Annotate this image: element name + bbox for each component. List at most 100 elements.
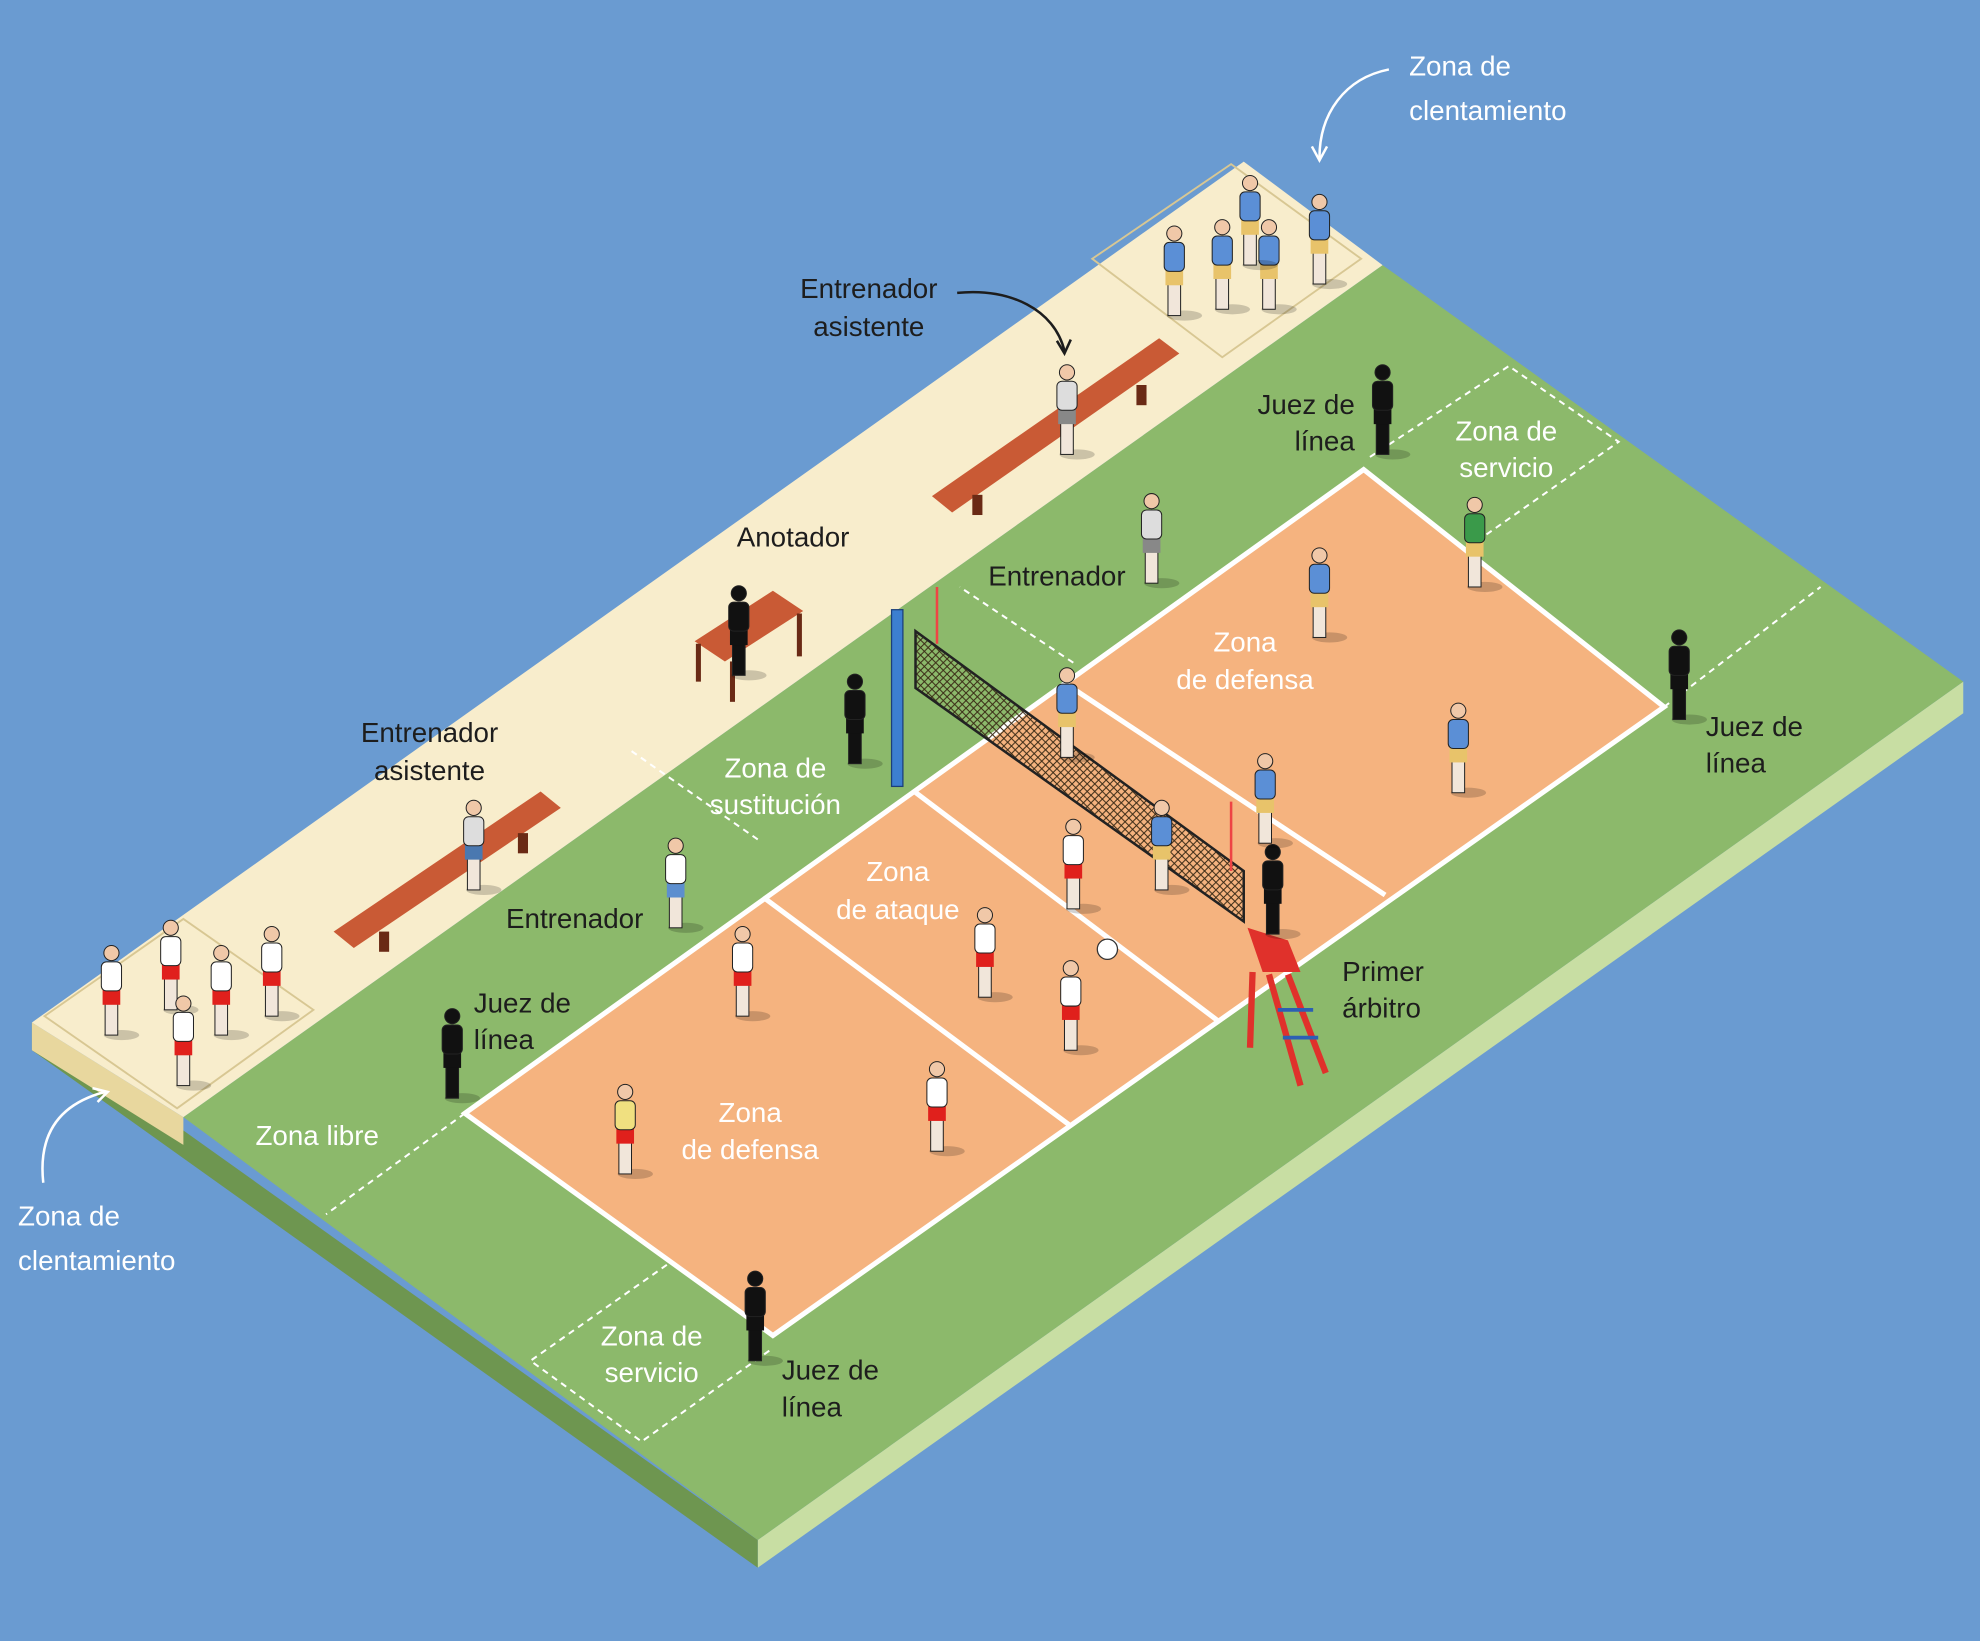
platform-side-left [31, 1022, 758, 1568]
head [465, 799, 482, 816]
bench-top [931, 338, 1180, 516]
net-post-left [890, 609, 904, 788]
warmup-player [1163, 225, 1203, 321]
warmup-player [1239, 174, 1278, 271]
warmup-player [261, 926, 300, 1022]
coach [1140, 493, 1180, 589]
dashed-zone-lines [325, 364, 1822, 1443]
player [1056, 667, 1095, 763]
head [1260, 219, 1278, 236]
head [734, 926, 751, 943]
arrow-warmup-top [1318, 68, 1390, 158]
head [1257, 753, 1274, 770]
player [731, 926, 771, 1022]
player [926, 1061, 965, 1157]
head [1166, 225, 1183, 242]
warmup-area-top [1090, 162, 1363, 359]
player [1464, 496, 1503, 593]
head [1311, 547, 1328, 564]
label-coach-right: Entrenador [988, 561, 1125, 592]
head [1058, 667, 1076, 684]
player [614, 1083, 653, 1179]
head [103, 944, 120, 962]
head [747, 1270, 764, 1287]
warmup-player [100, 944, 140, 1041]
label-free-zone: Zona libre [255, 1120, 378, 1151]
head [1153, 799, 1170, 816]
line-judge [1371, 364, 1411, 460]
head [1058, 364, 1076, 381]
people [100, 174, 1707, 1366]
arrow-assistant-coach [957, 290, 1066, 352]
bench-bottom [333, 791, 561, 952]
player [1308, 547, 1348, 643]
label-scorer: Anotador [737, 522, 850, 553]
head [1311, 193, 1328, 211]
head [175, 995, 192, 1012]
head [1466, 496, 1483, 514]
player [1447, 702, 1487, 798]
center-line [912, 789, 1220, 1024]
head [1062, 960, 1079, 977]
warmup-player [172, 995, 212, 1091]
head [976, 907, 994, 924]
head [162, 919, 179, 936]
line-judge [441, 1008, 481, 1104]
head [1143, 493, 1160, 510]
arrowhead-icon [1310, 145, 1329, 163]
head [1065, 818, 1082, 835]
assistant-coach [463, 799, 502, 895]
referee-stand [1246, 927, 1329, 1087]
warmup-player [1211, 219, 1251, 315]
player [974, 907, 1013, 1003]
head [1264, 843, 1281, 861]
attack-line-far [1063, 680, 1387, 898]
head [730, 585, 747, 602]
line-judge [1668, 629, 1707, 725]
arrowhead-icon [1055, 339, 1072, 357]
warmup-player [210, 944, 250, 1041]
first-referee [1262, 843, 1301, 940]
player [1060, 960, 1099, 1056]
head [846, 673, 864, 690]
arrowhead-icon [92, 1086, 111, 1103]
warmup-area-bottom [42, 917, 316, 1110]
player [1062, 818, 1102, 914]
warmup-player [1258, 219, 1297, 315]
head [1671, 629, 1688, 646]
label-coach-left: Entrenador [506, 903, 643, 934]
platform-side-front [757, 681, 1964, 1568]
head [444, 1008, 461, 1025]
warmup-player [1308, 193, 1348, 290]
warmup-side [31, 1022, 184, 1145]
arrow-warmup-bottom [41, 1090, 106, 1183]
head [213, 944, 230, 962]
assistant-coach [1056, 364, 1095, 460]
head [1450, 702, 1467, 719]
head [928, 1061, 946, 1078]
scorer [728, 585, 767, 681]
head [667, 837, 684, 854]
head [1374, 364, 1391, 381]
head [617, 1083, 634, 1100]
second-referee [844, 673, 883, 769]
coach [665, 837, 704, 933]
player [1254, 753, 1293, 849]
head [1241, 174, 1259, 192]
